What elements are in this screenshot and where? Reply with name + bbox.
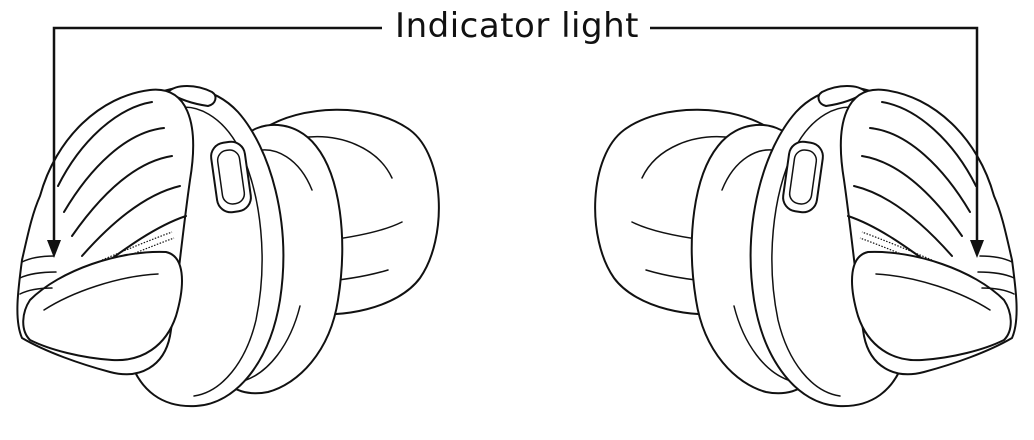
right-leader-arrow [970,240,984,258]
right-button [782,140,824,214]
left-leader-line [47,26,382,258]
right-top-nub [817,85,867,107]
right-leader-line [650,26,984,258]
left-button [210,140,252,214]
left-top-nub [167,85,217,107]
right-earbud [594,85,1018,408]
indicator-light-label: Indicator light [395,6,639,46]
left-earbud [16,85,440,408]
left-leader-arrow [47,240,61,258]
